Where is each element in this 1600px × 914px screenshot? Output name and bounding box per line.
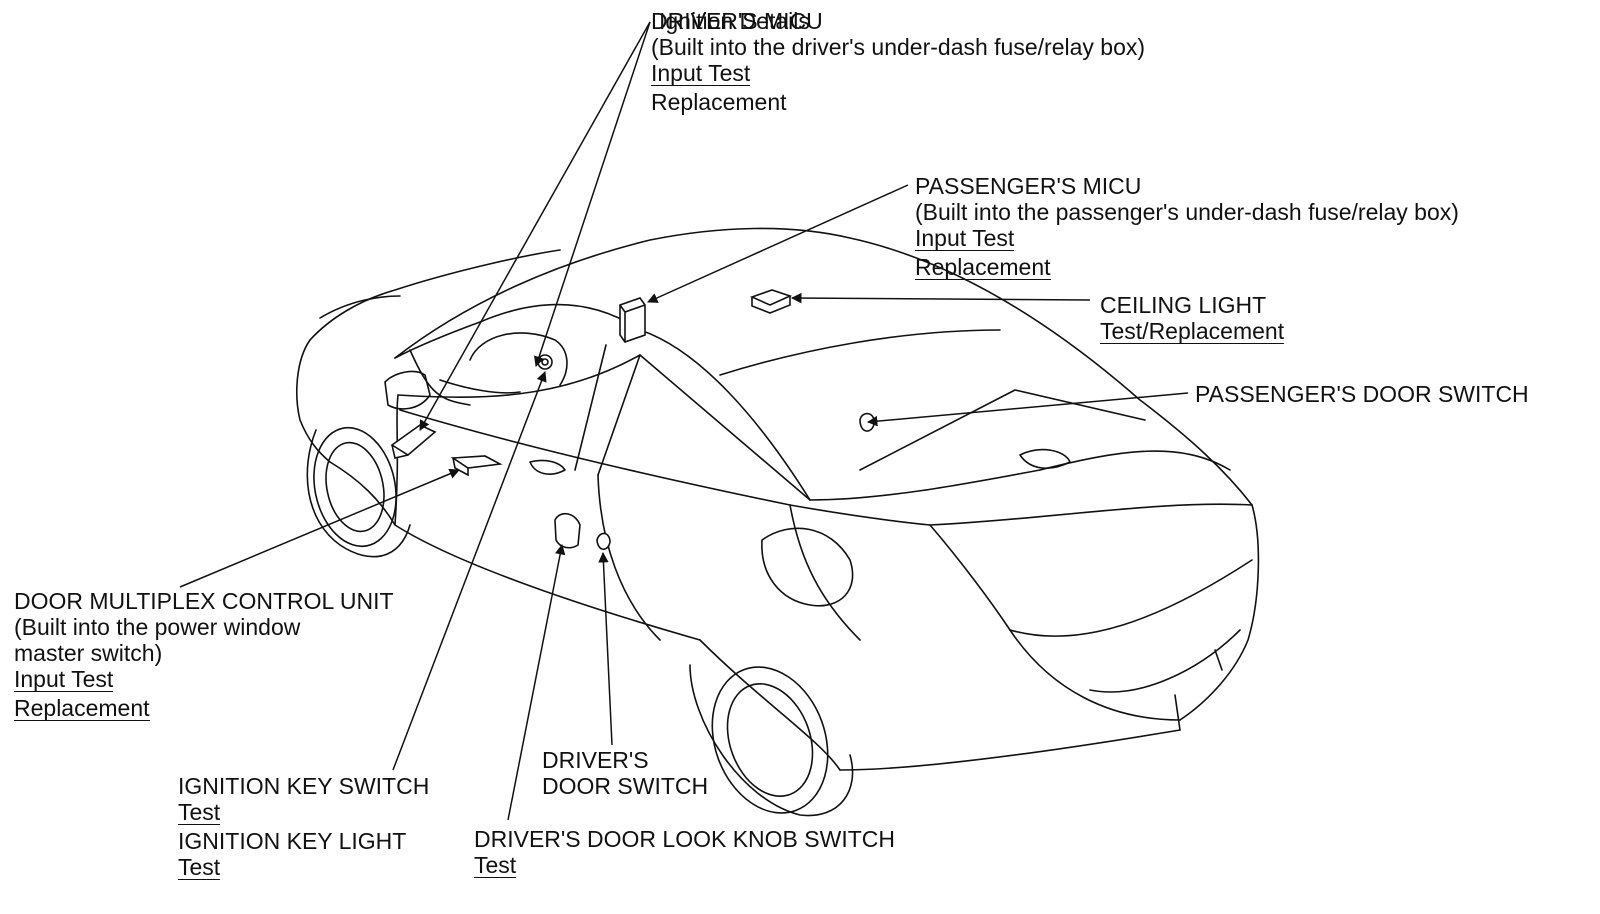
ceiling-light-title: CEILING LIGHT xyxy=(1100,292,1267,318)
door-multiplex-note-1: (Built into the power window xyxy=(14,614,301,640)
ceiling-light-label: CEILING LIGHT Test/Replacement xyxy=(1100,292,1285,347)
ignition-key-switch-title: IGNITION KEY SWITCH xyxy=(178,773,430,799)
passengers-micu-title: PASSENGER'S MICU xyxy=(915,173,1142,199)
drivers-micu-label: DRIVER'S MICU Ignition Details (Built in… xyxy=(651,8,1145,117)
door-multiplex-label: DOOR MULTIPLEX CONTROL UNIT (Built into … xyxy=(14,588,394,724)
drivers-micu-input-test-link[interactable]: Input Test xyxy=(651,60,751,86)
drivers-micu-title: DRIVER'S MICU xyxy=(651,8,823,34)
drivers-door-switch-part xyxy=(596,532,611,551)
drivers-door-switch-title-1: DRIVER'S xyxy=(542,747,649,773)
passengers-door-switch-title: PASSENGER'S DOOR SWITCH xyxy=(1195,381,1529,407)
drivers-micu-overlap-text: Ignition Details xyxy=(659,8,810,34)
ignition-key-switch-test-link[interactable]: Test xyxy=(178,799,221,825)
ignition-key-light-test-link[interactable]: Test xyxy=(178,854,221,880)
ceiling-light-test-replacement-link[interactable]: Test/Replacement xyxy=(1100,318,1285,344)
lock-knob-switch-label: DRIVER'S DOOR LOOK KNOB SWITCH Test xyxy=(474,826,895,881)
car-body-outline xyxy=(296,227,1260,817)
drivers-micu-replacement-link[interactable]: Replacement xyxy=(651,89,787,115)
passengers-micu-box xyxy=(619,297,646,343)
leader-lines xyxy=(179,21,1189,821)
passengers-micu-replacement-link[interactable]: Replacement xyxy=(915,254,1051,280)
lock-knob-switch-part xyxy=(554,512,581,549)
drivers-door-switch-label: DRIVER'S DOOR SWITCH xyxy=(542,747,708,799)
ignition-label: IGNITION KEY SWITCH Test IGNITION KEY LI… xyxy=(178,773,429,883)
ceiling-light-part xyxy=(749,289,793,314)
ignition-key-light-title: IGNITION KEY LIGHT xyxy=(178,828,407,854)
passengers-micu-input-test-link[interactable]: Input Test xyxy=(915,225,1015,251)
door-multiplex-replacement-link[interactable]: Replacement xyxy=(14,695,150,721)
passengers-micu-note: (Built into the passenger's under-dash f… xyxy=(915,199,1459,225)
passengers-door-switch-label: PASSENGER'S DOOR SWITCH xyxy=(1195,381,1529,407)
drivers-door-switch-title-2: DOOR SWITCH xyxy=(542,773,709,799)
drivers-micu-box xyxy=(390,424,437,459)
lock-knob-switch-test-link[interactable]: Test xyxy=(474,852,517,878)
drivers-micu-note: (Built into the driver's under-dash fuse… xyxy=(651,34,1146,60)
door-multiplex-note-2: master switch) xyxy=(14,640,163,666)
door-multiplex-title: DOOR MULTIPLEX CONTROL UNIT xyxy=(14,588,394,614)
door-multiplex-unit xyxy=(450,455,503,477)
lock-knob-switch-title: DRIVER'S DOOR LOOK KNOB SWITCH xyxy=(474,826,895,852)
passengers-micu-label: PASSENGER'S MICU (Built into the passeng… xyxy=(915,173,1459,283)
door-multiplex-input-test-link[interactable]: Input Test xyxy=(14,666,114,692)
component-parts xyxy=(390,289,875,551)
